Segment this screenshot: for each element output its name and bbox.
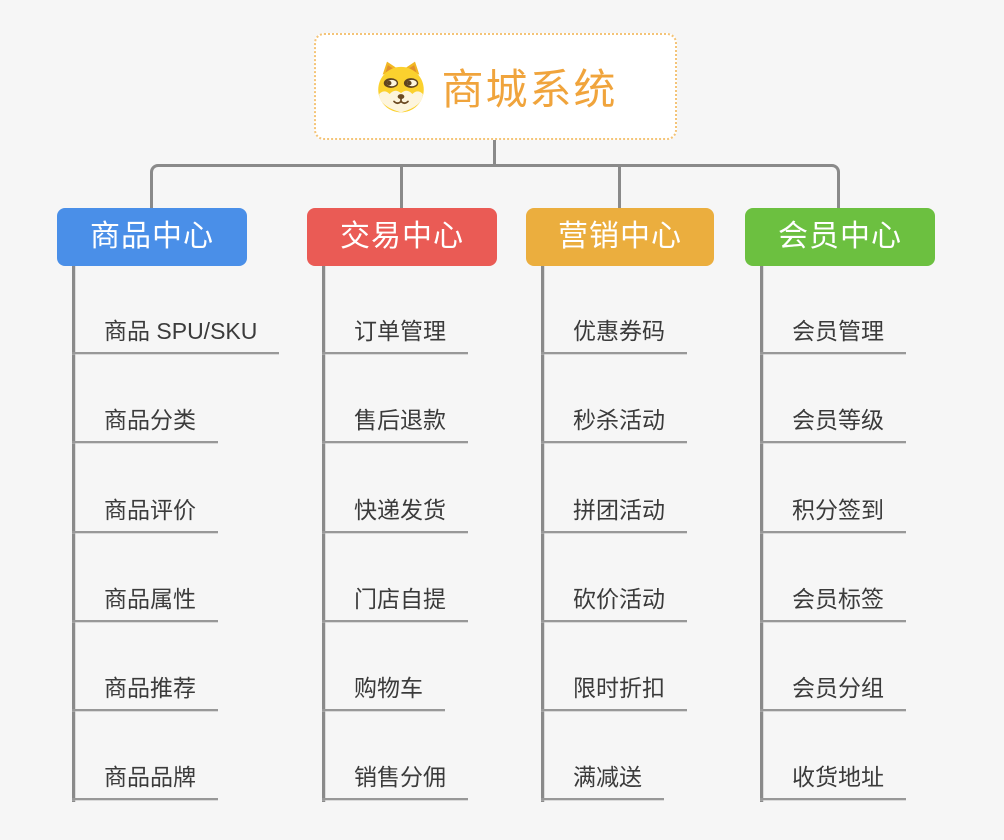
root-connector-stub: [493, 140, 496, 166]
leaf-node[interactable]: 订单管理: [322, 316, 468, 354]
leaf-node[interactable]: 商品 SPU/SKU: [72, 316, 280, 354]
leaf-node[interactable]: 秒杀活动: [541, 405, 687, 443]
leaf-node[interactable]: 销售分佣: [322, 762, 468, 800]
leaf-node[interactable]: 售后退款: [322, 405, 468, 443]
leaf-node[interactable]: 商品分类: [72, 405, 218, 443]
leaf-node[interactable]: 会员管理: [760, 316, 906, 354]
leaf-node[interactable]: 商品品牌: [72, 762, 218, 800]
leaf-node[interactable]: 积分签到: [760, 495, 906, 533]
leaf-node[interactable]: 满减送: [541, 762, 664, 800]
leaf-node[interactable]: 收货地址: [760, 762, 906, 800]
branch-connector-drop: [618, 166, 621, 210]
leaf-node[interactable]: 优惠券码: [541, 316, 687, 354]
branch-header-product[interactable]: 商品中心: [57, 208, 247, 266]
leaf-node[interactable]: 快递发货: [322, 495, 468, 533]
leaf-node[interactable]: 商品评价: [72, 495, 218, 533]
branch-connector-rail: [150, 164, 840, 210]
leaf-node[interactable]: 会员分组: [760, 673, 906, 711]
leaf-node[interactable]: 商品属性: [72, 584, 218, 622]
branch-trunk-line: [541, 266, 544, 802]
leaf-node[interactable]: 购物车: [322, 673, 445, 711]
branch-header-trade[interactable]: 交易中心: [307, 208, 497, 266]
leaf-node[interactable]: 商品推荐: [72, 673, 218, 711]
branch-trunk-line: [760, 266, 763, 802]
branch-trunk-line: [72, 266, 75, 802]
root-node-title: 商城系统: [441, 66, 618, 113]
leaf-node[interactable]: 会员标签: [760, 584, 906, 622]
branch-connector-drop: [400, 166, 403, 210]
dog-face-icon: [378, 61, 425, 112]
leaf-node[interactable]: 门店自提: [322, 584, 468, 622]
branch-header-marketing[interactable]: 营销中心: [526, 208, 714, 266]
leaf-node[interactable]: 砍价活动: [541, 584, 687, 622]
branch-header-member[interactable]: 会员中心: [745, 208, 935, 266]
root-node[interactable]: 商城系统: [314, 33, 677, 140]
leaf-node[interactable]: 会员等级: [760, 405, 906, 443]
branch-trunk-line: [322, 266, 325, 802]
leaf-node[interactable]: 限时折扣: [541, 673, 687, 711]
leaf-node[interactable]: 拼团活动: [541, 495, 687, 533]
